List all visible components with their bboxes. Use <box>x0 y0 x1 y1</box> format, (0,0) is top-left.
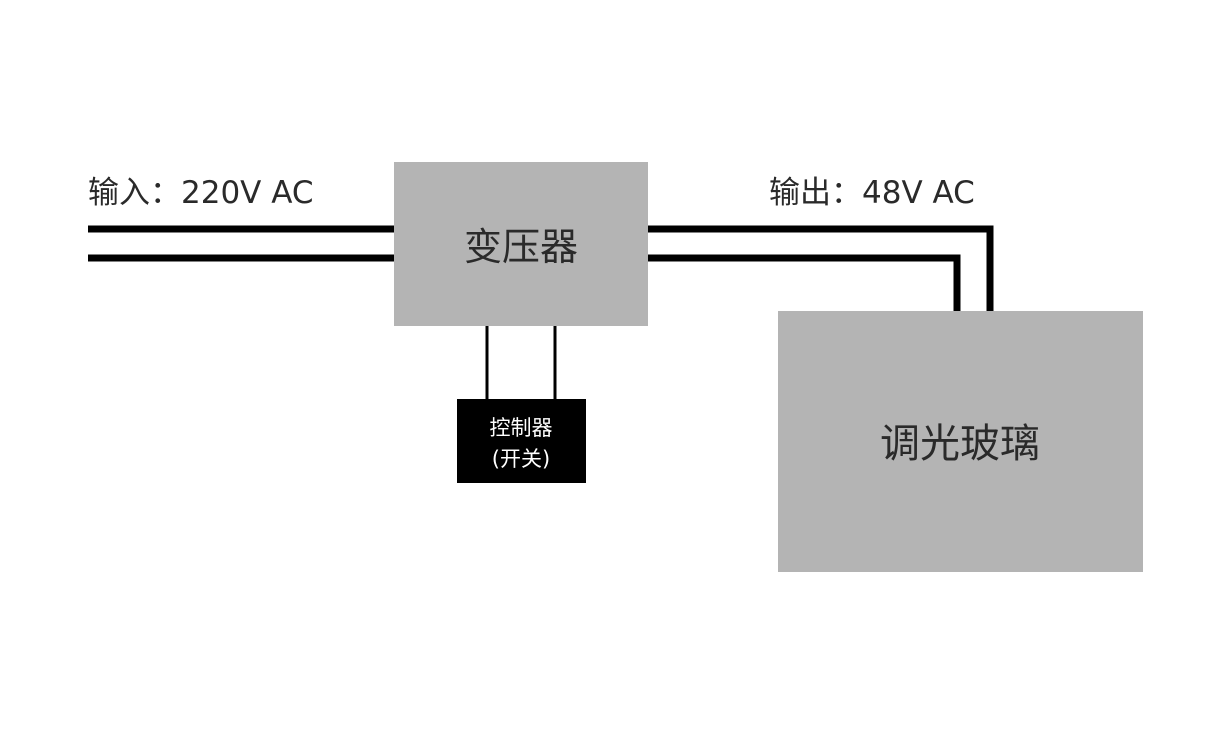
dimming-glass-box <box>778 311 1143 572</box>
controller-label-line1: 控制器 <box>490 416 553 440</box>
transformer-box <box>394 162 648 326</box>
dimming-glass-label: 调光玻璃 <box>880 421 1040 467</box>
transformer-block: 变压器 <box>394 162 648 326</box>
input-wires <box>88 225 395 262</box>
controller-wires <box>485 325 557 400</box>
output-wire-outer <box>647 225 994 313</box>
transformer-label: 变压器 <box>464 225 578 269</box>
input-label: 输入：220V AC <box>88 175 314 211</box>
output-label: 输出：48V AC <box>769 175 975 211</box>
output-wire-inner <box>647 254 961 313</box>
controller-label-line2: (开关) <box>492 447 550 471</box>
controller-box <box>457 399 586 483</box>
dimming-glass-block: 调光玻璃 <box>778 311 1143 572</box>
controller-block: 控制器 (开关) <box>457 399 586 483</box>
output-wires <box>647 225 994 313</box>
